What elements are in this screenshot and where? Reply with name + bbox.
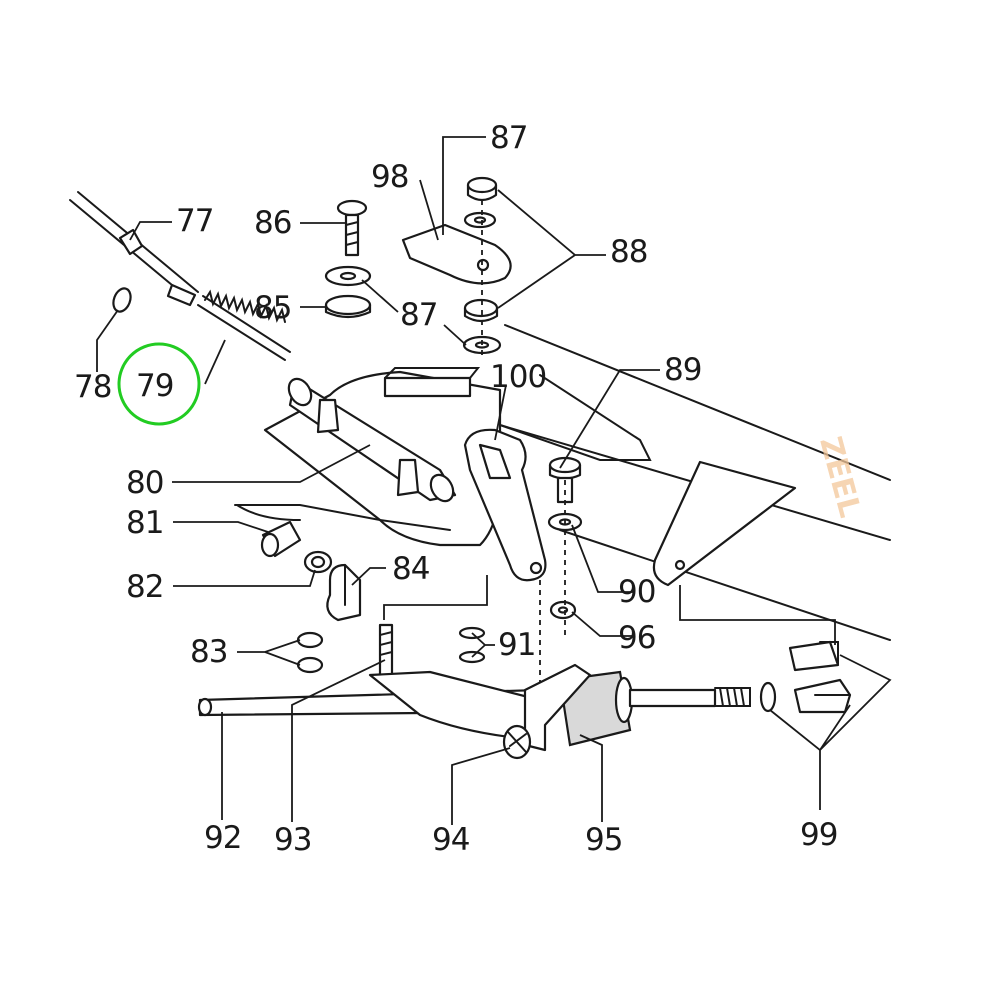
tube-part-80 — [287, 377, 457, 503]
washer-part-83 — [296, 631, 324, 674]
watermark: ZEEL — [812, 433, 867, 521]
part-labels: 77 78 79 80 81 82 83 84 85 86 87 87 88 8… — [74, 120, 838, 858]
nut-part-88-top — [466, 176, 498, 202]
clevis-set-part-99 — [759, 640, 852, 714]
nut-part-85 — [324, 294, 372, 319]
knob-part-94 — [502, 724, 532, 760]
washer-part-87-left — [324, 265, 372, 287]
nut-part-96 — [549, 600, 577, 620]
label-96: 96 — [618, 620, 655, 656]
plate-part-98 — [401, 223, 512, 285]
bushing-part-81 — [260, 520, 302, 558]
leader-lines — [96, 136, 892, 825]
threaded-rod — [628, 687, 751, 708]
label-89: 89 — [664, 352, 701, 388]
label-94: 94 — [432, 822, 469, 858]
label-85: 85 — [254, 290, 291, 326]
label-77: 77 — [176, 203, 213, 239]
frame-plate — [499, 324, 891, 641]
label-90: 90 — [618, 574, 655, 610]
ring-part-78 — [112, 287, 132, 313]
bolt-part-86 — [336, 199, 368, 257]
rod-part-77 — [69, 191, 199, 307]
label-83: 83 — [190, 634, 227, 670]
highlight-circle — [117, 342, 201, 426]
label-87-top: 87 — [490, 120, 527, 156]
label-91: 91 — [498, 627, 535, 663]
clamp-part-84 — [326, 563, 362, 622]
label-87-mid: 87 — [400, 297, 437, 333]
triangle-plate — [652, 460, 797, 587]
label-80: 80 — [126, 465, 163, 501]
label-92: 92 — [204, 820, 241, 856]
label-82: 82 — [126, 569, 163, 605]
label-79: 79 — [136, 368, 173, 404]
spring-part-79 — [197, 289, 291, 361]
label-84: 84 — [392, 551, 429, 587]
label-86: 86 — [254, 205, 291, 241]
label-88: 88 — [610, 234, 647, 270]
cylinder-part-95 — [523, 663, 634, 752]
label-81: 81 — [126, 505, 163, 541]
nut-part-88-bottom — [463, 298, 499, 323]
label-99: 99 — [800, 817, 837, 853]
label-100: 100 — [490, 359, 546, 395]
washer-part-82 — [303, 550, 333, 574]
washer-part-87-top — [463, 211, 497, 229]
upper-bracket — [383, 367, 481, 398]
label-95: 95 — [585, 822, 622, 858]
lever-part-100 — [463, 428, 547, 582]
label-78: 78 — [74, 369, 111, 405]
label-98: 98 — [371, 159, 408, 195]
bolt-part-93 — [378, 623, 394, 677]
label-93: 93 — [274, 822, 311, 858]
